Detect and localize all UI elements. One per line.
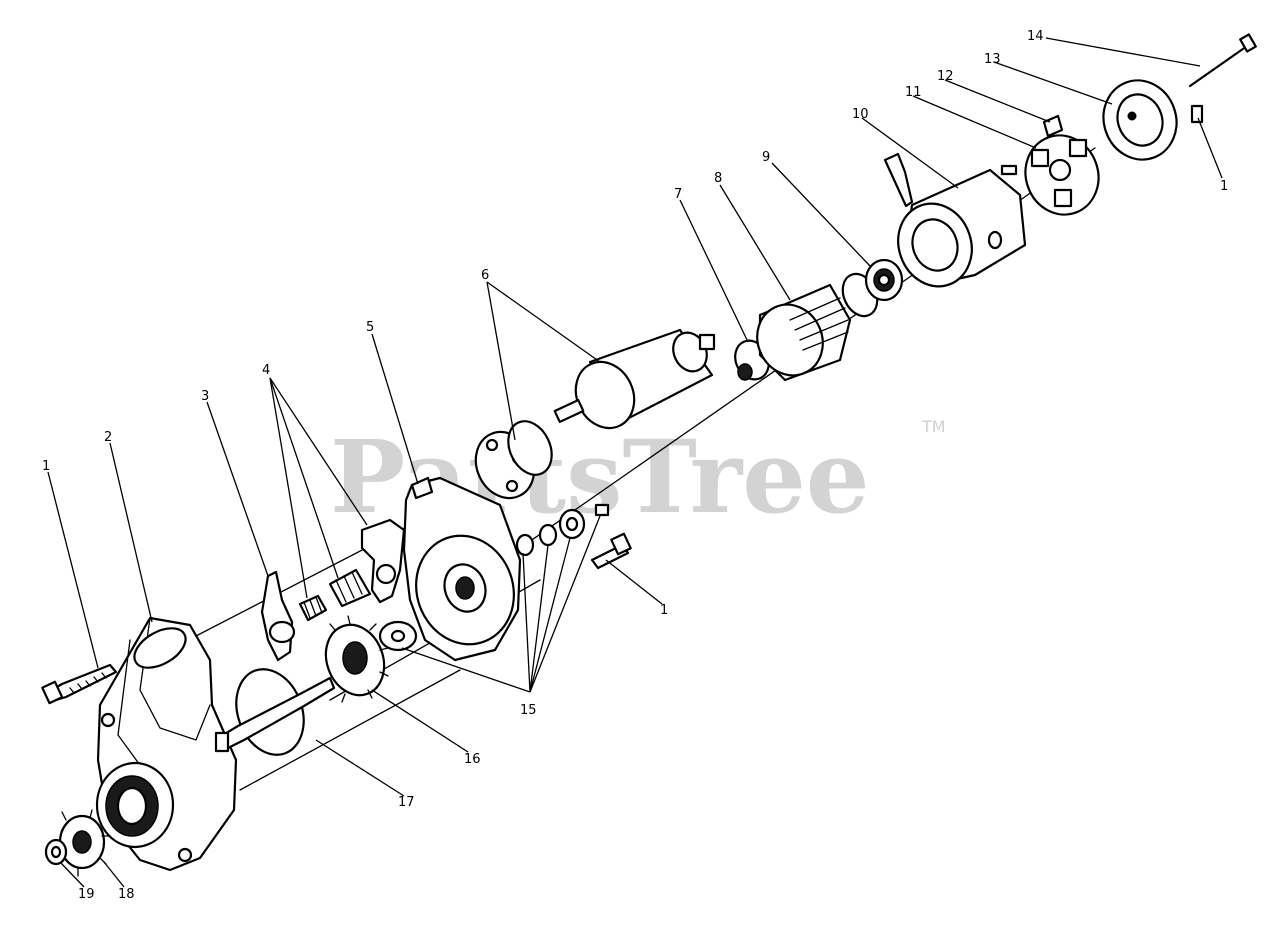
label-16: 16 — [464, 752, 481, 767]
part-14-through-bolt — [1188, 33, 1257, 88]
part-5-center-housing — [402, 476, 522, 662]
label-7: 7 — [674, 187, 682, 202]
label-12: 12 — [937, 69, 954, 84]
part-6-plates — [474, 420, 553, 500]
label-18: 18 — [118, 887, 135, 902]
label-6: 6 — [481, 268, 489, 283]
part-16-gear — [321, 615, 389, 703]
label-11: 11 — [905, 85, 922, 100]
callout-labels: 1 2 3 4 5 6 7 8 9 10 11 12 13 14 1 1 15 … — [42, 29, 1228, 902]
part-17-drive-shaft — [214, 668, 336, 756]
label-5: 5 — [366, 320, 374, 335]
part-1-bolt-middle — [590, 532, 632, 570]
part-4-springs — [298, 518, 406, 622]
label-3: 3 — [201, 389, 209, 404]
label-15: 15 — [520, 703, 537, 718]
part-1-screw-right-top — [1190, 104, 1204, 124]
part-10-field-frame — [883, 152, 1027, 288]
part-8-armature — [756, 272, 879, 382]
label-2: 2 — [104, 430, 112, 445]
part-13-end-cap — [1102, 79, 1178, 161]
part-18-pinion-gear — [53, 809, 111, 877]
label-19: 19 — [78, 887, 95, 902]
label-13: 13 — [984, 52, 1001, 67]
part-3-shift-lever — [260, 570, 296, 662]
label-4: 4 — [262, 363, 270, 378]
part-9-bearing — [864, 258, 904, 302]
label-1-left: 1 — [42, 459, 50, 474]
part-11-12-brush-holder — [1024, 114, 1100, 216]
label-17: 17 — [398, 795, 415, 810]
label-9: 9 — [762, 150, 770, 165]
label-10: 10 — [852, 107, 869, 122]
label-1-right: 1 — [1220, 179, 1228, 194]
part-15-washers — [378, 503, 610, 652]
watermark-trademark: TM — [921, 417, 946, 436]
label-14: 14 — [1027, 29, 1044, 44]
leader-lines — [47, 37, 1223, 888]
label-1-middle: 1 — [660, 603, 668, 618]
part-19-nut — [44, 838, 68, 866]
part-1-bolt-left — [41, 663, 118, 705]
part-6-solenoid — [553, 328, 716, 430]
label-8: 8 — [714, 171, 722, 186]
part-2-drive-housing — [95, 616, 238, 872]
